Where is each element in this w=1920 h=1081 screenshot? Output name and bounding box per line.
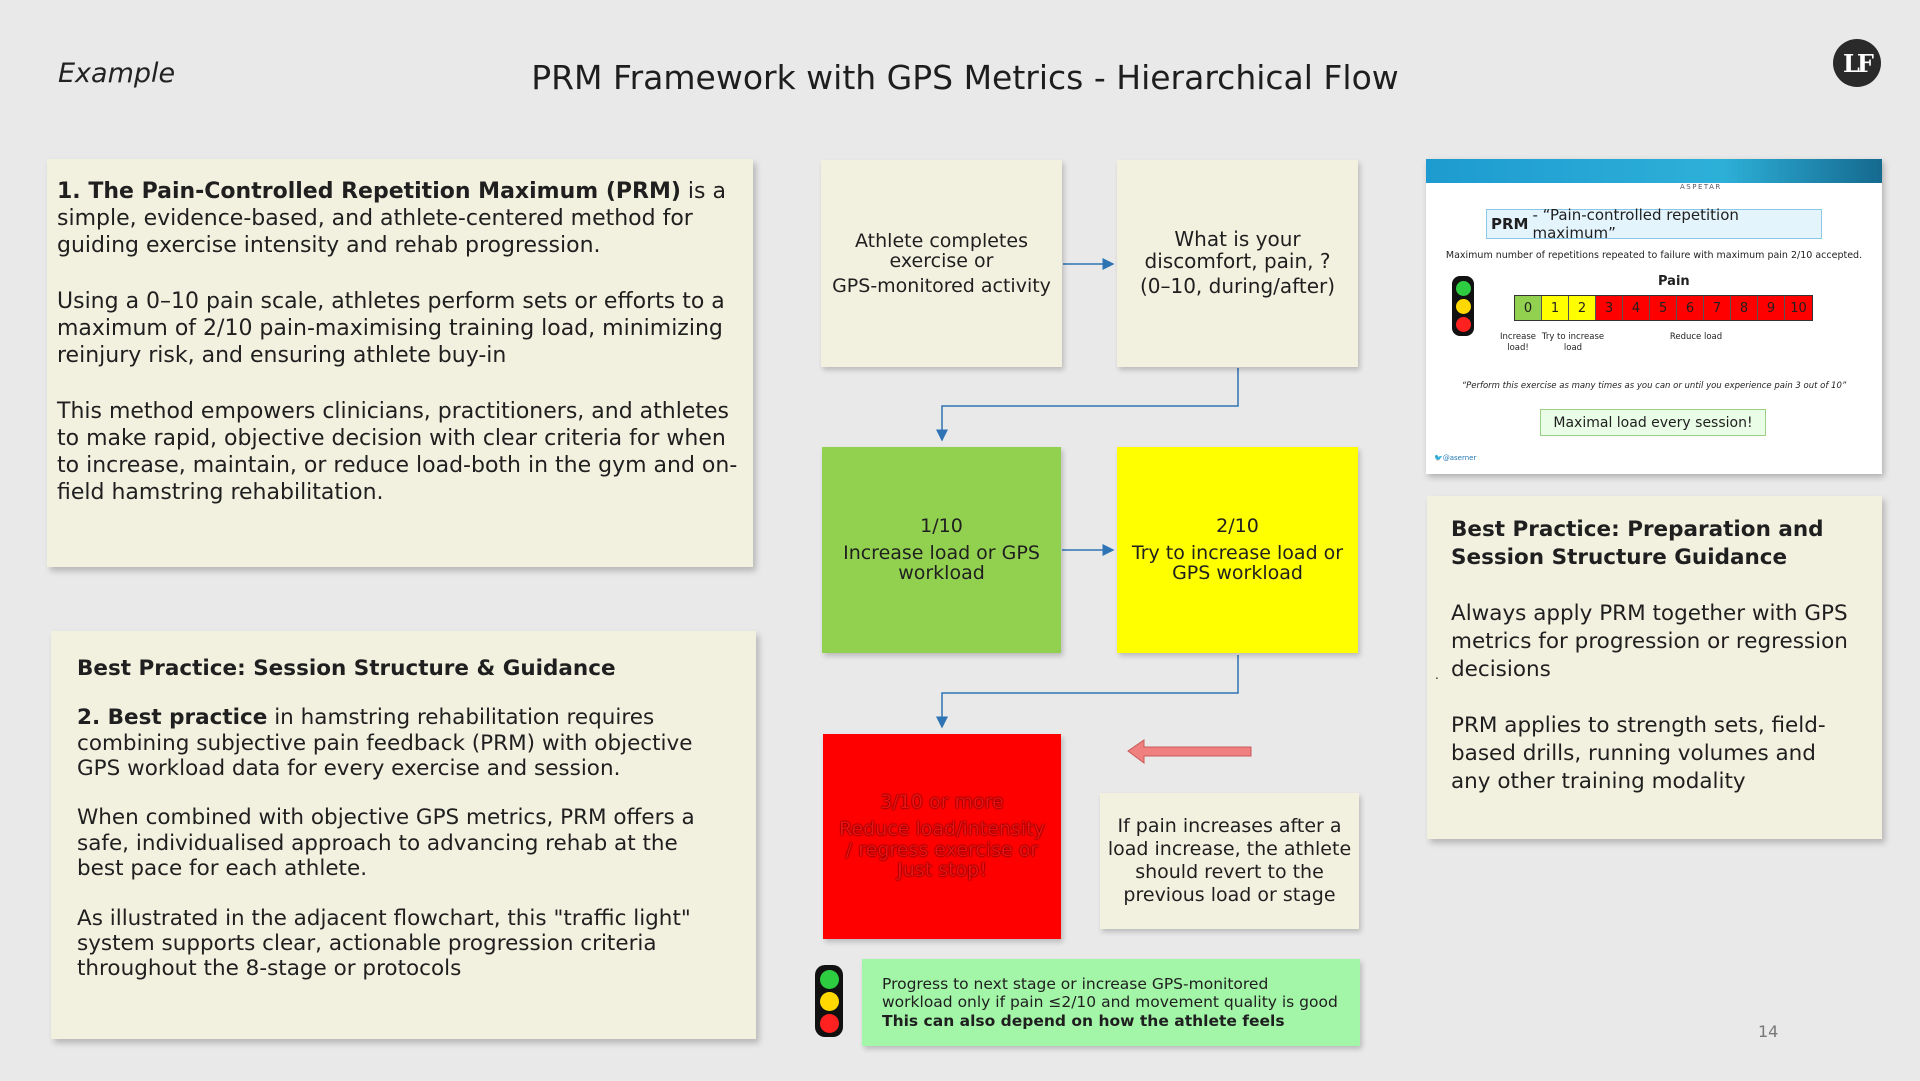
prm-intro-bold: 1. The Pain-Controlled Repetition Maximu… xyxy=(57,179,681,204)
legend-increase: Increase load! xyxy=(1500,332,1536,354)
pain-scale-cell: 9 xyxy=(1758,296,1785,320)
pain-scale-cell: 1 xyxy=(1542,296,1569,320)
yellow-line-2: Try to increase load or xyxy=(1131,541,1344,564)
pain-scale-cell: 6 xyxy=(1677,296,1704,320)
prm-intro-paragraph-3: This method empowers clinicians, practit… xyxy=(57,399,738,506)
traffic-light-icon xyxy=(815,965,843,1037)
bullet-dot: . xyxy=(1435,668,1439,682)
best-practice-panel: Best Practice: Session Structure & Guida… xyxy=(51,631,756,1039)
progress-criteria-box: Progress to next stage or increase GPS-m… xyxy=(862,959,1360,1046)
card-yellow-light xyxy=(1455,298,1471,314)
yellow-line-1: 2/10 xyxy=(1216,515,1259,538)
prm-intro-panel: 1. The Pain-Controlled Repetition Maximu… xyxy=(47,159,753,567)
revert-arrow xyxy=(1127,739,1252,764)
red-line-3: / regress exercise or xyxy=(845,838,1039,861)
prm-intro-paragraph-2: Using a 0–10 pain scale, athletes perfor… xyxy=(57,289,725,369)
flow-step-1-line-1: Athlete completes xyxy=(855,229,1028,252)
green-line-2: Increase load or GPS xyxy=(843,541,1040,564)
slide-title: PRM Framework with GPS Metrics - Hierarc… xyxy=(531,58,1399,97)
green-light xyxy=(819,969,839,989)
prm-card-subtitle: Maximum number of repetitions repeated t… xyxy=(1445,250,1863,261)
page-number: 14 xyxy=(1758,1022,1779,1041)
prm-reference-image: ASPETAR PRM - “Pain-controlled repetitio… xyxy=(1426,159,1882,474)
pain-scale-cell: 3 xyxy=(1596,296,1623,320)
aspetar-brand: ASPETAR xyxy=(1680,183,1722,191)
preparation-paragraph-2: PRM applies to strength sets, field-base… xyxy=(1451,712,1826,794)
best-practice-paragraph-1: 2. Best practice in hamstring rehabilita… xyxy=(77,705,730,781)
arrow-step2-to-green xyxy=(936,368,1239,442)
preparation-panel: . Best Practice: Preparation and Session… xyxy=(1427,496,1882,839)
flow-revert-note: If pain increases after a load increase,… xyxy=(1100,793,1359,929)
prm-card-quote: “Perform this exercise as many times as … xyxy=(1461,381,1847,391)
maximal-load-box: Maximal load every session! xyxy=(1540,409,1766,436)
pain-scale-cell: 5 xyxy=(1650,296,1677,320)
preparation-heading: Best Practice: Preparation and Session S… xyxy=(1451,517,1824,570)
best-practice-heading: Best Practice: Session Structure & Guida… xyxy=(77,656,616,681)
prm-card-title: PRM - “Pain-controlled repetition maximu… xyxy=(1486,206,1822,242)
flow-yellow-try-increase: 2/10 Try to increase load or GPS workloa… xyxy=(1117,447,1358,653)
example-label: Example xyxy=(58,58,176,89)
twitter-handle-text: @aserner xyxy=(1442,454,1477,462)
progress-line-2: workload only if pain ≤2/10 and movement… xyxy=(882,993,1338,1012)
progress-line-3: This can also depend on how the athlete … xyxy=(882,1011,1285,1030)
best-practice-paragraph-2: When combined with objective GPS metrics… xyxy=(77,805,695,882)
best-practice-bold: 2. Best practice xyxy=(77,705,268,731)
flow-step-2-line-2: discomfort, pain, ? xyxy=(1144,248,1331,273)
flow-step-pain-question: What is your discomfort, pain, ? (0–10, … xyxy=(1117,160,1358,367)
arrow-yellow-to-red xyxy=(936,655,1239,729)
legend-try: Try to increase load xyxy=(1541,332,1605,354)
legend-reduce: Reduce load xyxy=(1669,332,1723,342)
card-header-band xyxy=(1426,159,1882,183)
best-practice-paragraph-3: As illustrated in the adjacent flowchart… xyxy=(77,905,691,982)
prm-card-title-text: - “Pain-controlled repetition maximum” xyxy=(1532,206,1739,242)
red-line-1: 3/10 or more xyxy=(880,791,1004,814)
card-green-light xyxy=(1455,280,1471,296)
prm-card-title-bold: PRM xyxy=(1491,215,1529,233)
green-line-3: workload xyxy=(898,562,985,585)
preparation-paragraph-1: Always apply PRM together with GPS metri… xyxy=(1451,600,1848,682)
yellow-line-3: GPS workload xyxy=(1172,562,1303,585)
twitter-icon: 🐦 xyxy=(1434,454,1443,462)
flow-step-2-line-1: What is your xyxy=(1174,227,1301,252)
pain-scale-cell: 10 xyxy=(1785,296,1812,320)
twitter-handle: 🐦@aserner xyxy=(1434,454,1476,462)
flow-step-2-line-3: (0–10, during/after) xyxy=(1139,274,1336,299)
card-red-light xyxy=(1455,316,1471,332)
prm-intro-paragraph-1: 1. The Pain-Controlled Repetition Maximu… xyxy=(57,178,743,259)
pain-scale-label: Pain xyxy=(1658,274,1690,289)
flow-step-athlete-activity: Athlete completes exercise or GPS-monito… xyxy=(821,160,1062,367)
pain-scale-cell: 7 xyxy=(1704,296,1731,320)
flow-red-reduce: 3/10 or more Reduce load/intensity / reg… xyxy=(823,734,1061,939)
pain-scale-cell: 4 xyxy=(1623,296,1650,320)
red-light xyxy=(819,1013,839,1033)
brand-logo: LF xyxy=(1833,39,1881,87)
progress-line-1: Progress to next stage or increase GPS-m… xyxy=(882,974,1269,993)
pain-scale-cell: 2 xyxy=(1569,296,1596,320)
best-practice-text: in hamstring rehabilitation requires com… xyxy=(77,705,693,782)
pain-scale: 0 1 2 3 4 5 6 7 8 9 10 xyxy=(1514,295,1813,321)
flow-step-1-line-3: GPS-monitored activity xyxy=(832,274,1051,297)
green-line-1: 1/10 xyxy=(920,515,963,538)
flow-step-1-line-2: exercise or xyxy=(889,250,994,273)
card-traffic-light-icon xyxy=(1452,276,1474,336)
yellow-light xyxy=(819,991,839,1011)
pain-scale-cell: 8 xyxy=(1731,296,1758,320)
pain-scale-cell: 0 xyxy=(1515,296,1542,320)
red-line-4: Just stop! xyxy=(897,859,987,882)
flow-green-increase: 1/10 Increase load or GPS workload xyxy=(822,447,1061,653)
red-line-2: Reduce load/intensity xyxy=(839,817,1045,840)
prm-intro-text: is a simple, evidence-based, and athlete… xyxy=(57,179,726,259)
